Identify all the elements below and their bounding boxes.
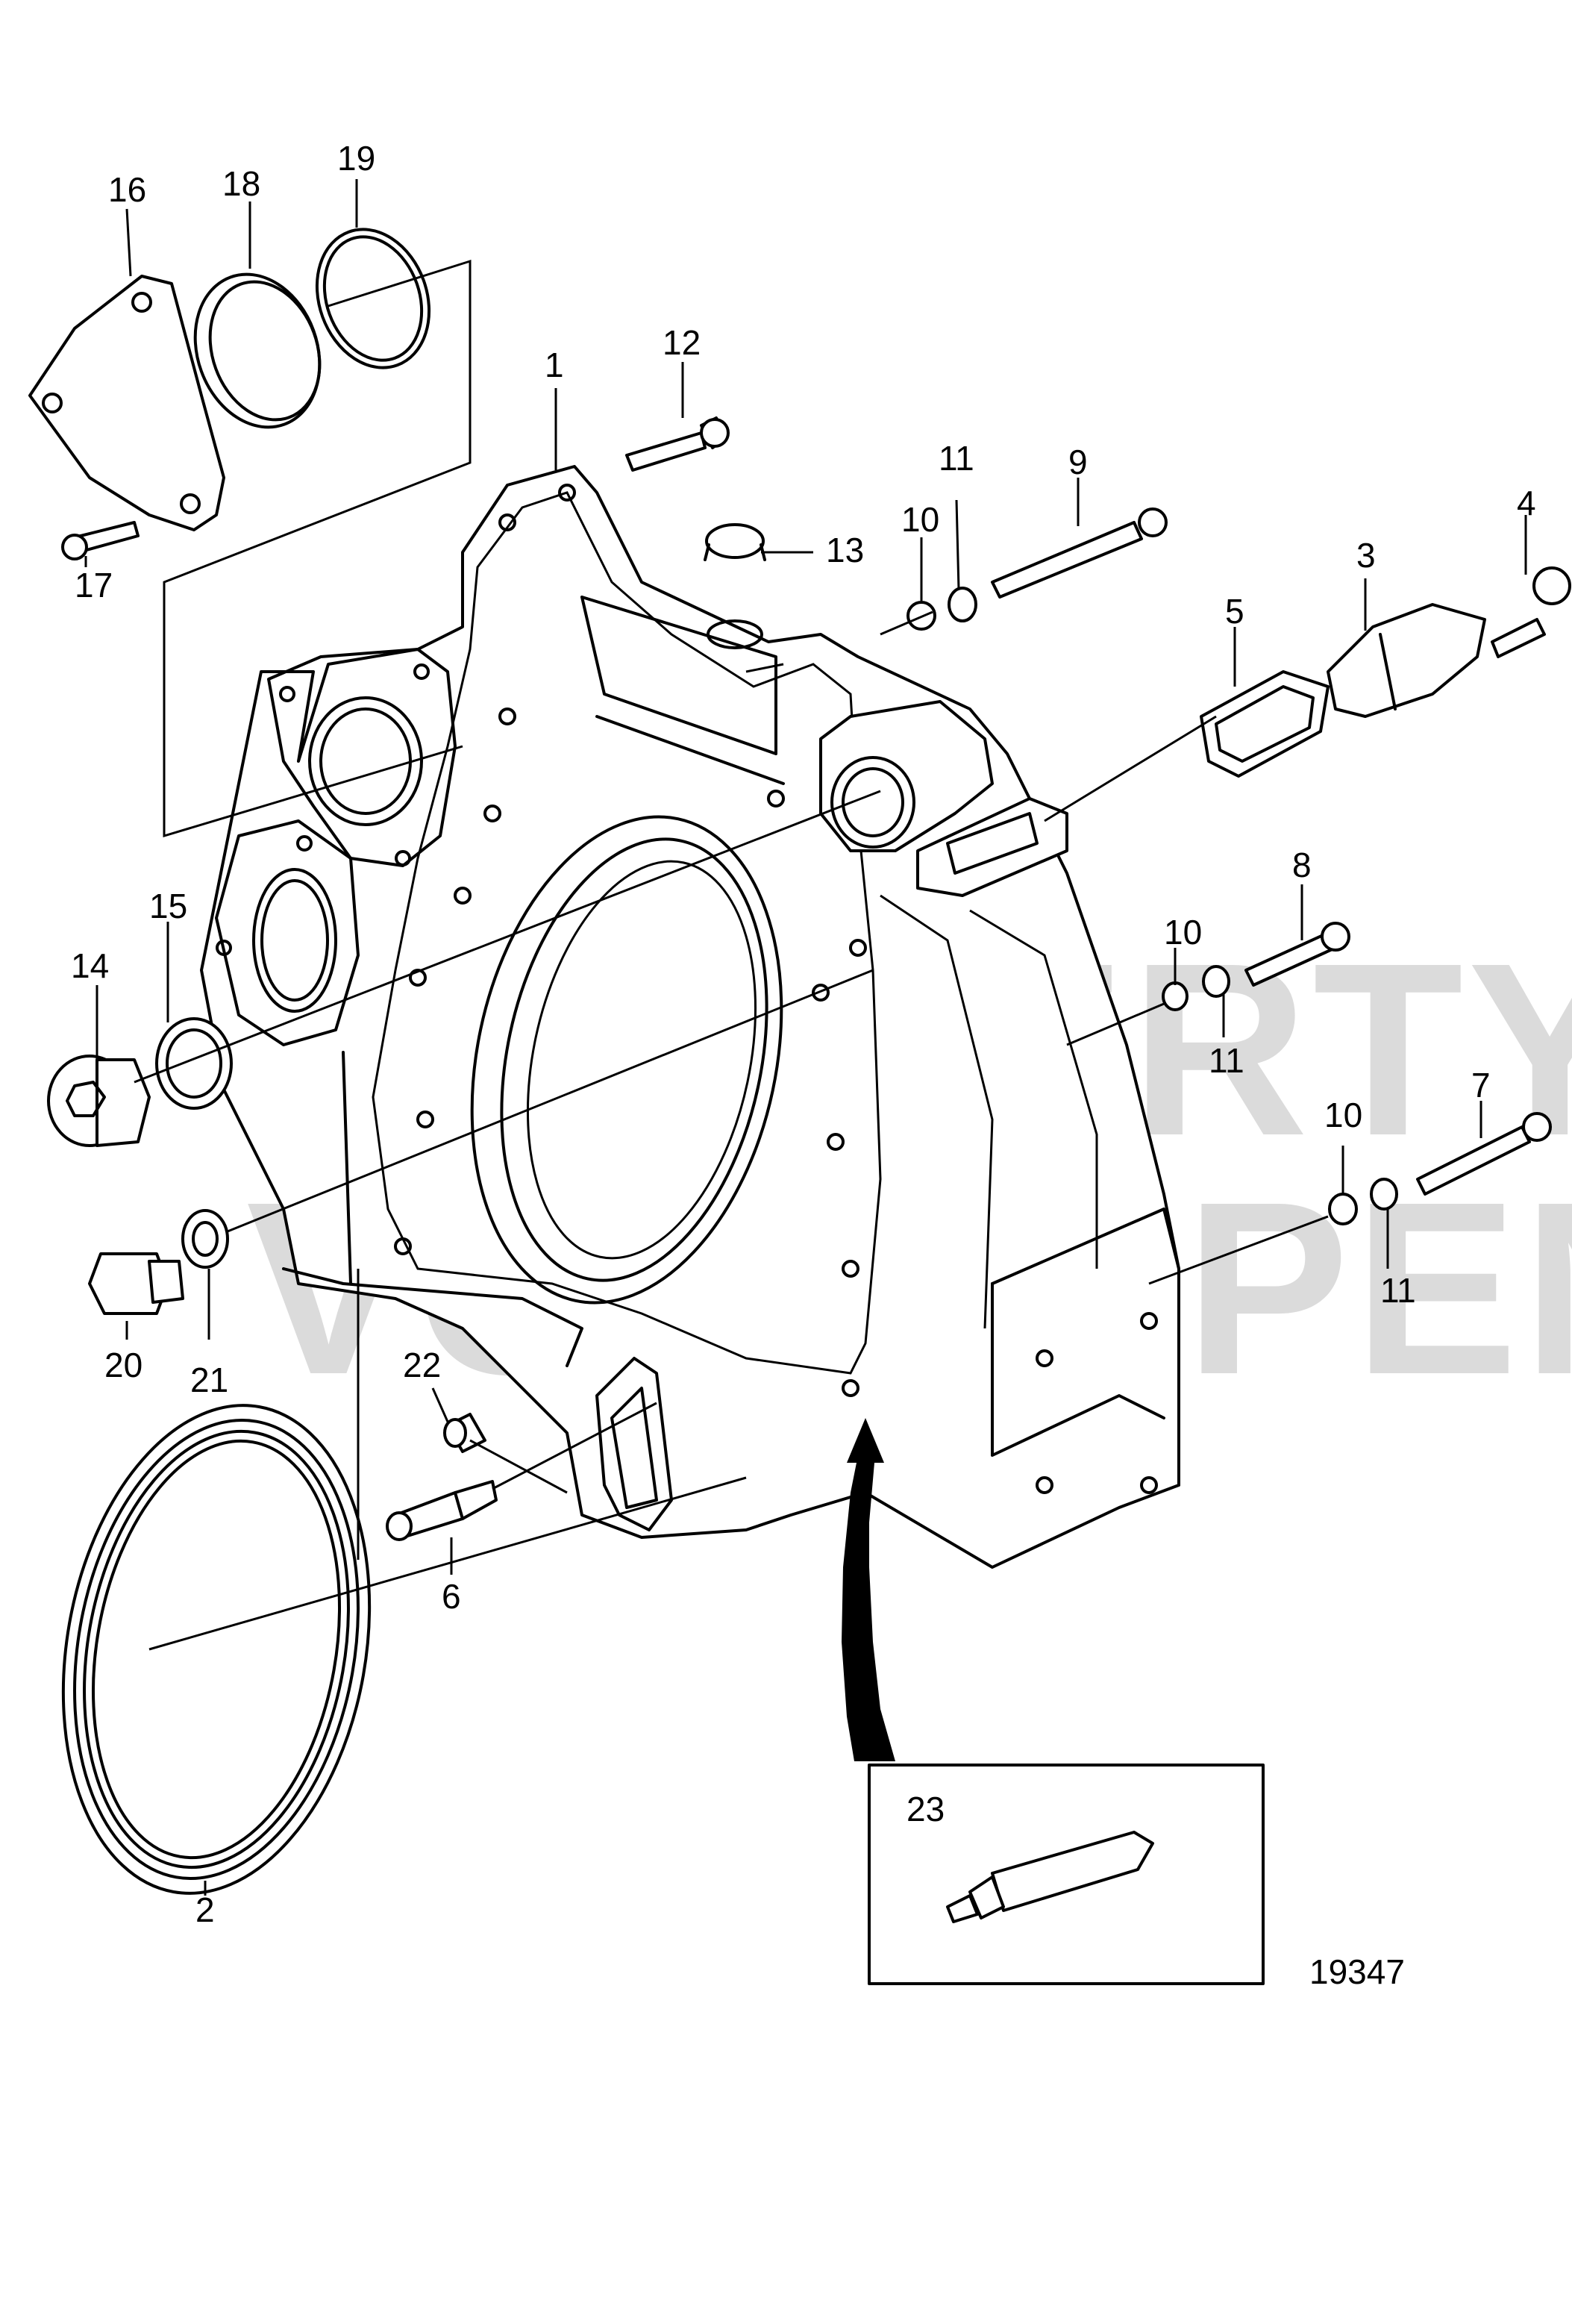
sealing-washer-11-top xyxy=(948,587,977,622)
plug-14 xyxy=(47,1055,151,1147)
callout-6: 6 xyxy=(442,1577,461,1616)
bolt-4 xyxy=(1491,566,1571,658)
plug-20 xyxy=(88,1252,184,1315)
callout-1: 1 xyxy=(545,346,564,384)
flywheel-housing xyxy=(200,465,1180,1569)
leader-lines xyxy=(134,610,1329,1651)
sealant-box xyxy=(868,1764,1265,1985)
bolt-7 xyxy=(1416,1112,1552,1196)
callout-4: 4 xyxy=(1517,484,1536,522)
gasket-5 xyxy=(1200,670,1330,778)
washer-21 xyxy=(181,1209,229,1269)
callout-11-middle: 11 xyxy=(1209,1041,1244,1080)
callout-10-top: 10 xyxy=(901,500,939,539)
bolt-8 xyxy=(1244,922,1350,987)
callout-21: 21 xyxy=(190,1361,228,1399)
callout-7: 7 xyxy=(1471,1066,1491,1105)
crankshaft-seal-2 xyxy=(61,1404,372,1895)
callout-19: 19 xyxy=(337,139,375,178)
bolt-12 xyxy=(625,416,730,472)
callout-11-lower: 11 xyxy=(1380,1271,1416,1310)
sealing-washer-11-middle xyxy=(1202,965,1230,998)
callout-20: 20 xyxy=(104,1346,143,1384)
callout-16: 16 xyxy=(108,170,146,209)
callout-2: 2 xyxy=(195,1890,215,1929)
stud-6 xyxy=(386,1480,498,1541)
sealing-washer-11-lower xyxy=(1370,1178,1398,1211)
figure-number: 19347 xyxy=(1309,1952,1405,1991)
o-ring xyxy=(315,228,431,369)
callout-10-middle: 10 xyxy=(1164,913,1202,952)
bolt-9 xyxy=(991,507,1168,599)
callout-8: 8 xyxy=(1292,846,1312,884)
cover-plate-group xyxy=(28,228,472,838)
callout-9: 9 xyxy=(1068,443,1088,481)
callout-23: 23 xyxy=(906,1790,945,1828)
callout-22: 22 xyxy=(403,1346,441,1384)
callout-14: 14 xyxy=(71,946,109,985)
callout-13: 13 xyxy=(826,531,864,569)
callout-5: 5 xyxy=(1225,592,1244,631)
cover-3 xyxy=(1327,603,1486,718)
callout-numbers: 1 2 3 4 5 6 7 8 9 10 10 10 11 11 11 12 1… xyxy=(71,139,1536,1991)
callout-10-lower: 10 xyxy=(1324,1096,1362,1134)
washer-10-middle xyxy=(1162,981,1189,1011)
callout-leaders xyxy=(84,179,1527,1896)
callout-15: 15 xyxy=(149,887,187,925)
mounting-holes xyxy=(394,484,867,1397)
sealant-tube-icon xyxy=(946,1831,1154,1923)
sealant-arrow xyxy=(842,1418,895,1761)
plug-13 xyxy=(704,523,813,561)
callout-12: 12 xyxy=(663,323,701,362)
callout-17: 17 xyxy=(75,566,113,605)
cover-plate xyxy=(28,275,225,531)
callout-18: 18 xyxy=(222,164,260,203)
callout-11-top: 11 xyxy=(939,439,974,478)
washer-10-lower xyxy=(1328,1193,1358,1225)
callout-3: 3 xyxy=(1356,536,1376,575)
